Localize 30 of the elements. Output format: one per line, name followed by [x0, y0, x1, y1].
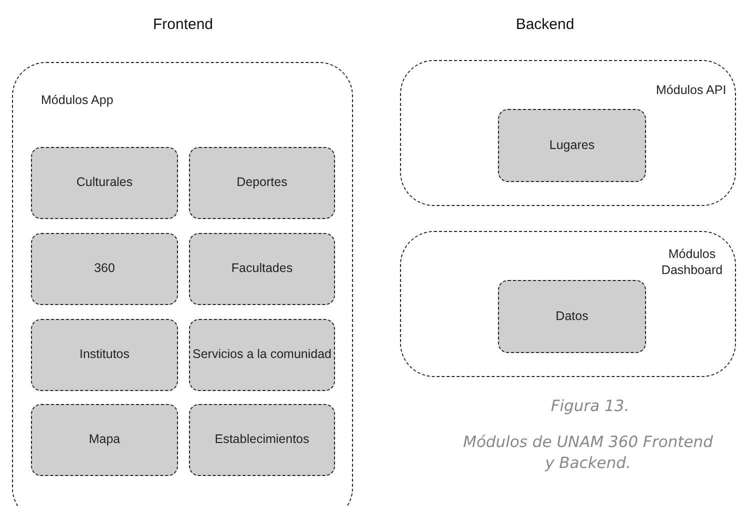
module-box: [189, 233, 335, 305]
module-label: Facultades: [231, 261, 293, 277]
module-label: 360: [94, 261, 115, 277]
module-box: [498, 280, 646, 353]
module-box: [189, 319, 335, 391]
module-label: Culturales: [76, 175, 133, 191]
module-group-container: [400, 231, 736, 377]
module-label: Establecimientos: [214, 432, 310, 448]
module-label: Datos: [556, 308, 588, 324]
module-box: [498, 109, 646, 182]
module-label: Institutos: [79, 347, 130, 363]
module-box: [31, 404, 178, 476]
column-heading: Frontend: [152, 16, 214, 33]
module-label: Mapa: [88, 432, 120, 448]
module-group-container: [400, 60, 736, 206]
module-label: Servicios a la comunidad: [192, 347, 332, 363]
figure-caption: Módulos de UNAM 360 Frontend y Backend.: [462, 432, 714, 474]
group-label: Módulos API: [656, 83, 726, 99]
figure-number: Figura 13.: [550, 396, 630, 417]
group-label: Módulos Dashboard: [660, 247, 724, 278]
module-group-container: [12, 62, 353, 506]
module-box: [31, 147, 178, 219]
module-box: [31, 233, 178, 305]
module-label: Lugares: [549, 138, 595, 154]
module-box: [189, 147, 335, 219]
group-label: Módulos App: [41, 93, 114, 109]
module-label: Deportes: [236, 175, 288, 191]
module-box: [31, 319, 178, 391]
column-heading: Backend: [516, 16, 574, 33]
module-box: [189, 404, 335, 476]
